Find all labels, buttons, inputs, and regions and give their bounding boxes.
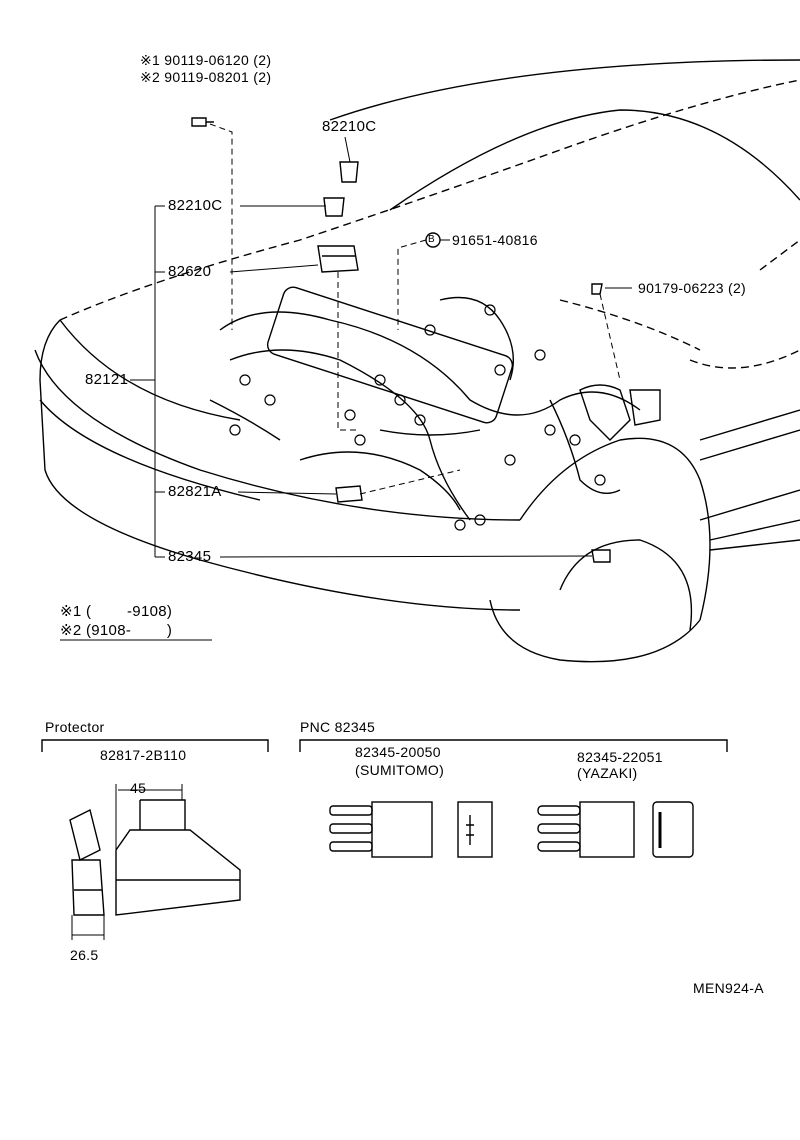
car-body-outline (34, 59, 800, 663)
bolt-part-number-1: ※1 90119-06120 (2) (140, 52, 272, 68)
protector-width-dimension: 45 (130, 780, 147, 796)
part-82620-label: 82620 (168, 263, 212, 280)
part-82821a-label: 82821A (168, 483, 222, 500)
protector-title: Protector (45, 719, 105, 735)
part-90179-label: 90179-06223 (2) (638, 280, 747, 296)
wire-harness (209, 286, 661, 531)
variant-part-number: 82345-22051 (577, 749, 663, 765)
note-2: ※2 (9108- ) (60, 622, 173, 639)
protector-drawing (41, 739, 269, 940)
part-91651-label: 91651-40816 (452, 232, 538, 248)
part-82210c-top-label: 82210C (322, 118, 377, 135)
relay-drawings (299, 739, 728, 858)
part-82345-label: 82345 (168, 548, 212, 565)
protector-depth-dimension: 26.5 (70, 947, 99, 963)
pnc-title: PNC 82345 (300, 719, 376, 735)
figure-code: MEN924-A (693, 980, 764, 996)
variant-maker: (YAZAKI) (577, 765, 638, 781)
protector-part-number: 82817-2B110 (100, 747, 187, 763)
variant-maker: (SUMITOMO) (355, 762, 445, 778)
variant-part-number: 82345-20050 (355, 744, 441, 760)
part-82210c-label: 82210C (168, 197, 223, 214)
bolt-part-number-2: ※2 90119-08201 (2) (140, 69, 272, 85)
note-1: ※1 ( -9108) (60, 603, 173, 620)
part-82121-label: 82121 (85, 371, 129, 388)
bolt-b-marker: B (428, 234, 435, 245)
parts-icons (191, 117, 611, 563)
leader-lines (60, 123, 632, 641)
